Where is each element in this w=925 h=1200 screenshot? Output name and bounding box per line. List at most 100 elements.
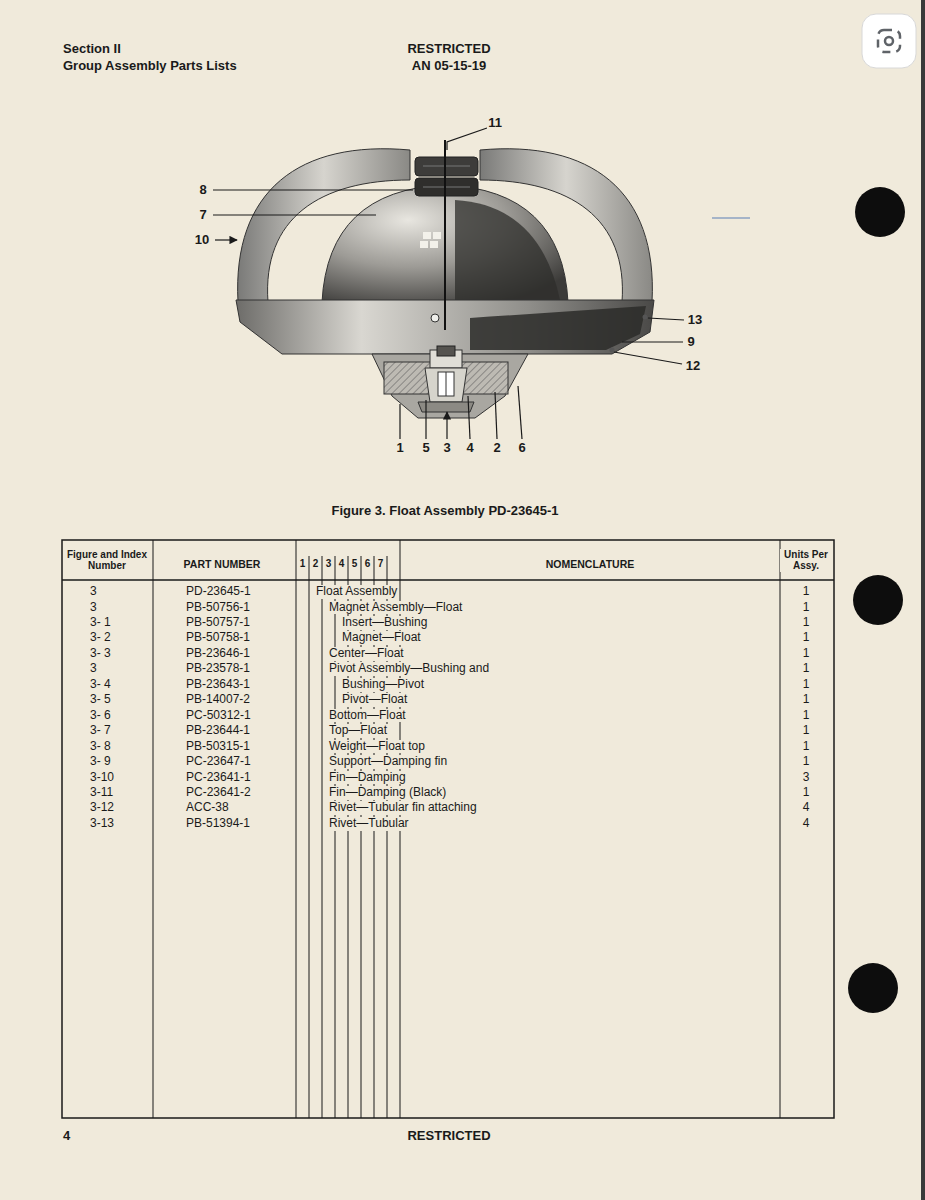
nomenclature-cell: Magnet—Float: [341, 631, 422, 645]
units-cell: 1: [802, 755, 811, 769]
table-rules: [62, 540, 834, 1118]
nomenclature-cell: Support—Damping fin: [328, 755, 448, 769]
nomenclature-cell: Bottom—Float: [328, 709, 407, 723]
part-number-cell: PB-50756-1: [185, 601, 251, 615]
index-number-cell: 3: [89, 601, 98, 615]
units-cell: 1: [802, 631, 811, 645]
callout-number: 7: [198, 208, 207, 223]
part-number-cell: PB-23646-1: [185, 647, 251, 661]
part-number-cell: PB-51394-1: [185, 817, 251, 831]
index-number-cell: 3- 5: [89, 693, 112, 707]
nomenclature-cell: Center—Float: [328, 647, 405, 661]
part-number-cell: PB-23643-1: [185, 678, 251, 692]
units-cell: 1: [802, 709, 811, 723]
part-number-cell: PC-23647-1: [185, 755, 252, 769]
security-marking: RESTRICTED: [406, 42, 491, 57]
column-header: Units Per Assy.: [780, 549, 832, 572]
float-illustration: [236, 140, 654, 418]
index-number-cell: 3- 2: [89, 631, 112, 645]
units-cell: 1: [802, 678, 811, 692]
leader-lines: [213, 128, 684, 439]
callout-number: 1: [395, 441, 404, 456]
units-cell: 4: [802, 817, 811, 831]
scan-edge: [921, 0, 925, 1200]
index-number-cell: 3- 6: [89, 709, 112, 723]
index-number-cell: 3- 1: [89, 616, 112, 630]
part-number-cell: PB-14007-2: [185, 693, 251, 707]
part-number-cell: PD-23645-1: [185, 585, 252, 599]
part-number-cell: PB-50315-1: [185, 740, 251, 754]
units-cell: 1: [802, 616, 811, 630]
column-header: NOMENCLATURE: [545, 558, 635, 570]
callout-number: 8: [198, 183, 207, 198]
index-number-cell: 3- 3: [89, 647, 112, 661]
units-cell: 1: [802, 647, 811, 661]
callout-number: 12: [685, 359, 701, 374]
callout-number: 9: [686, 335, 695, 350]
nomenclature-cell: Fin—Damping (Black): [328, 786, 447, 800]
column-header: Figure and Index Number: [64, 549, 150, 572]
section-subheading: Group Assembly Parts Lists: [62, 59, 238, 74]
nomenclature-cell: Bushing—Pivot: [341, 678, 425, 692]
callout-number: 13: [687, 313, 703, 328]
nomenclature-cell: Rivet—Tubular: [328, 817, 410, 831]
figure-caption: Figure 3. Float Assembly PD-23645-1: [330, 504, 559, 519]
nomenclature-cell: Float Assembly: [315, 585, 398, 599]
column-header: PART NUMBER: [183, 558, 262, 570]
units-cell: 1: [802, 662, 811, 676]
indent-column-number: 7: [377, 558, 385, 570]
index-number-cell: 3-10: [89, 771, 115, 785]
units-cell: 1: [802, 693, 811, 707]
indent-column-number: 2: [312, 558, 320, 570]
nomenclature-cell: Magnet Assembly—Float: [328, 601, 463, 615]
page-number: 4: [62, 1129, 71, 1144]
indent-column-number: 3: [325, 558, 333, 570]
section-heading: Section II: [62, 42, 122, 57]
callout-number: 2: [492, 441, 501, 456]
callout-number: 10: [194, 233, 210, 248]
part-number-cell: PC-23641-2: [185, 786, 252, 800]
security-marking: RESTRICTED: [406, 1129, 491, 1144]
index-number-cell: 3-11: [89, 786, 114, 800]
indent-column-number: 5: [351, 558, 359, 570]
indent-column-number: 1: [299, 558, 307, 570]
binder-holes: [712, 187, 905, 1013]
units-cell: 1: [802, 601, 811, 615]
part-number-cell: ACC-38: [185, 801, 230, 815]
index-number-cell: 3: [89, 585, 98, 599]
callout-number: 5: [421, 441, 430, 456]
part-number-cell: PB-50758-1: [185, 631, 251, 645]
index-number-cell: 3- 8: [89, 740, 112, 754]
callout-number: 11: [487, 116, 503, 131]
units-cell: 1: [802, 724, 811, 738]
part-number-cell: PC-50312-1: [185, 709, 252, 723]
part-number-cell: PC-23641-1: [185, 771, 252, 785]
nomenclature-cell: Fin—Damping: [328, 771, 407, 785]
lens-icon: [862, 14, 916, 68]
nomenclature-cell: Weight—Float top: [328, 740, 426, 754]
nomenclature-cell: Pivot—Float: [341, 693, 408, 707]
units-cell: 3: [802, 771, 811, 785]
nomenclature-cell: Pivot Assembly—Bushing and: [328, 662, 490, 676]
index-number-cell: 3- 9: [89, 755, 112, 769]
nomenclature-cell: Insert—Bushing: [341, 616, 428, 630]
document-number: AN 05-15-19: [411, 59, 487, 74]
index-number-cell: 3-13: [89, 817, 115, 831]
callout-number: 3: [442, 441, 451, 456]
nomenclature-cell: Rivet—Tubular fin attaching: [328, 801, 478, 815]
part-number-cell: PB-50757-1: [185, 616, 251, 630]
index-number-cell: 3: [89, 662, 98, 676]
part-number-cell: PB-23578-1: [185, 662, 251, 676]
index-number-cell: 3-12: [89, 801, 115, 815]
index-number-cell: 3- 7: [89, 724, 112, 738]
units-cell: 1: [802, 585, 811, 599]
units-cell: 1: [802, 740, 811, 754]
part-number-cell: PB-23644-1: [185, 724, 251, 738]
indent-column-number: 6: [364, 558, 372, 570]
indent-column-number: 4: [338, 558, 346, 570]
callout-number: 4: [465, 441, 474, 456]
callout-number: 6: [517, 441, 526, 456]
units-cell: 1: [802, 786, 811, 800]
units-cell: 4: [802, 801, 811, 815]
